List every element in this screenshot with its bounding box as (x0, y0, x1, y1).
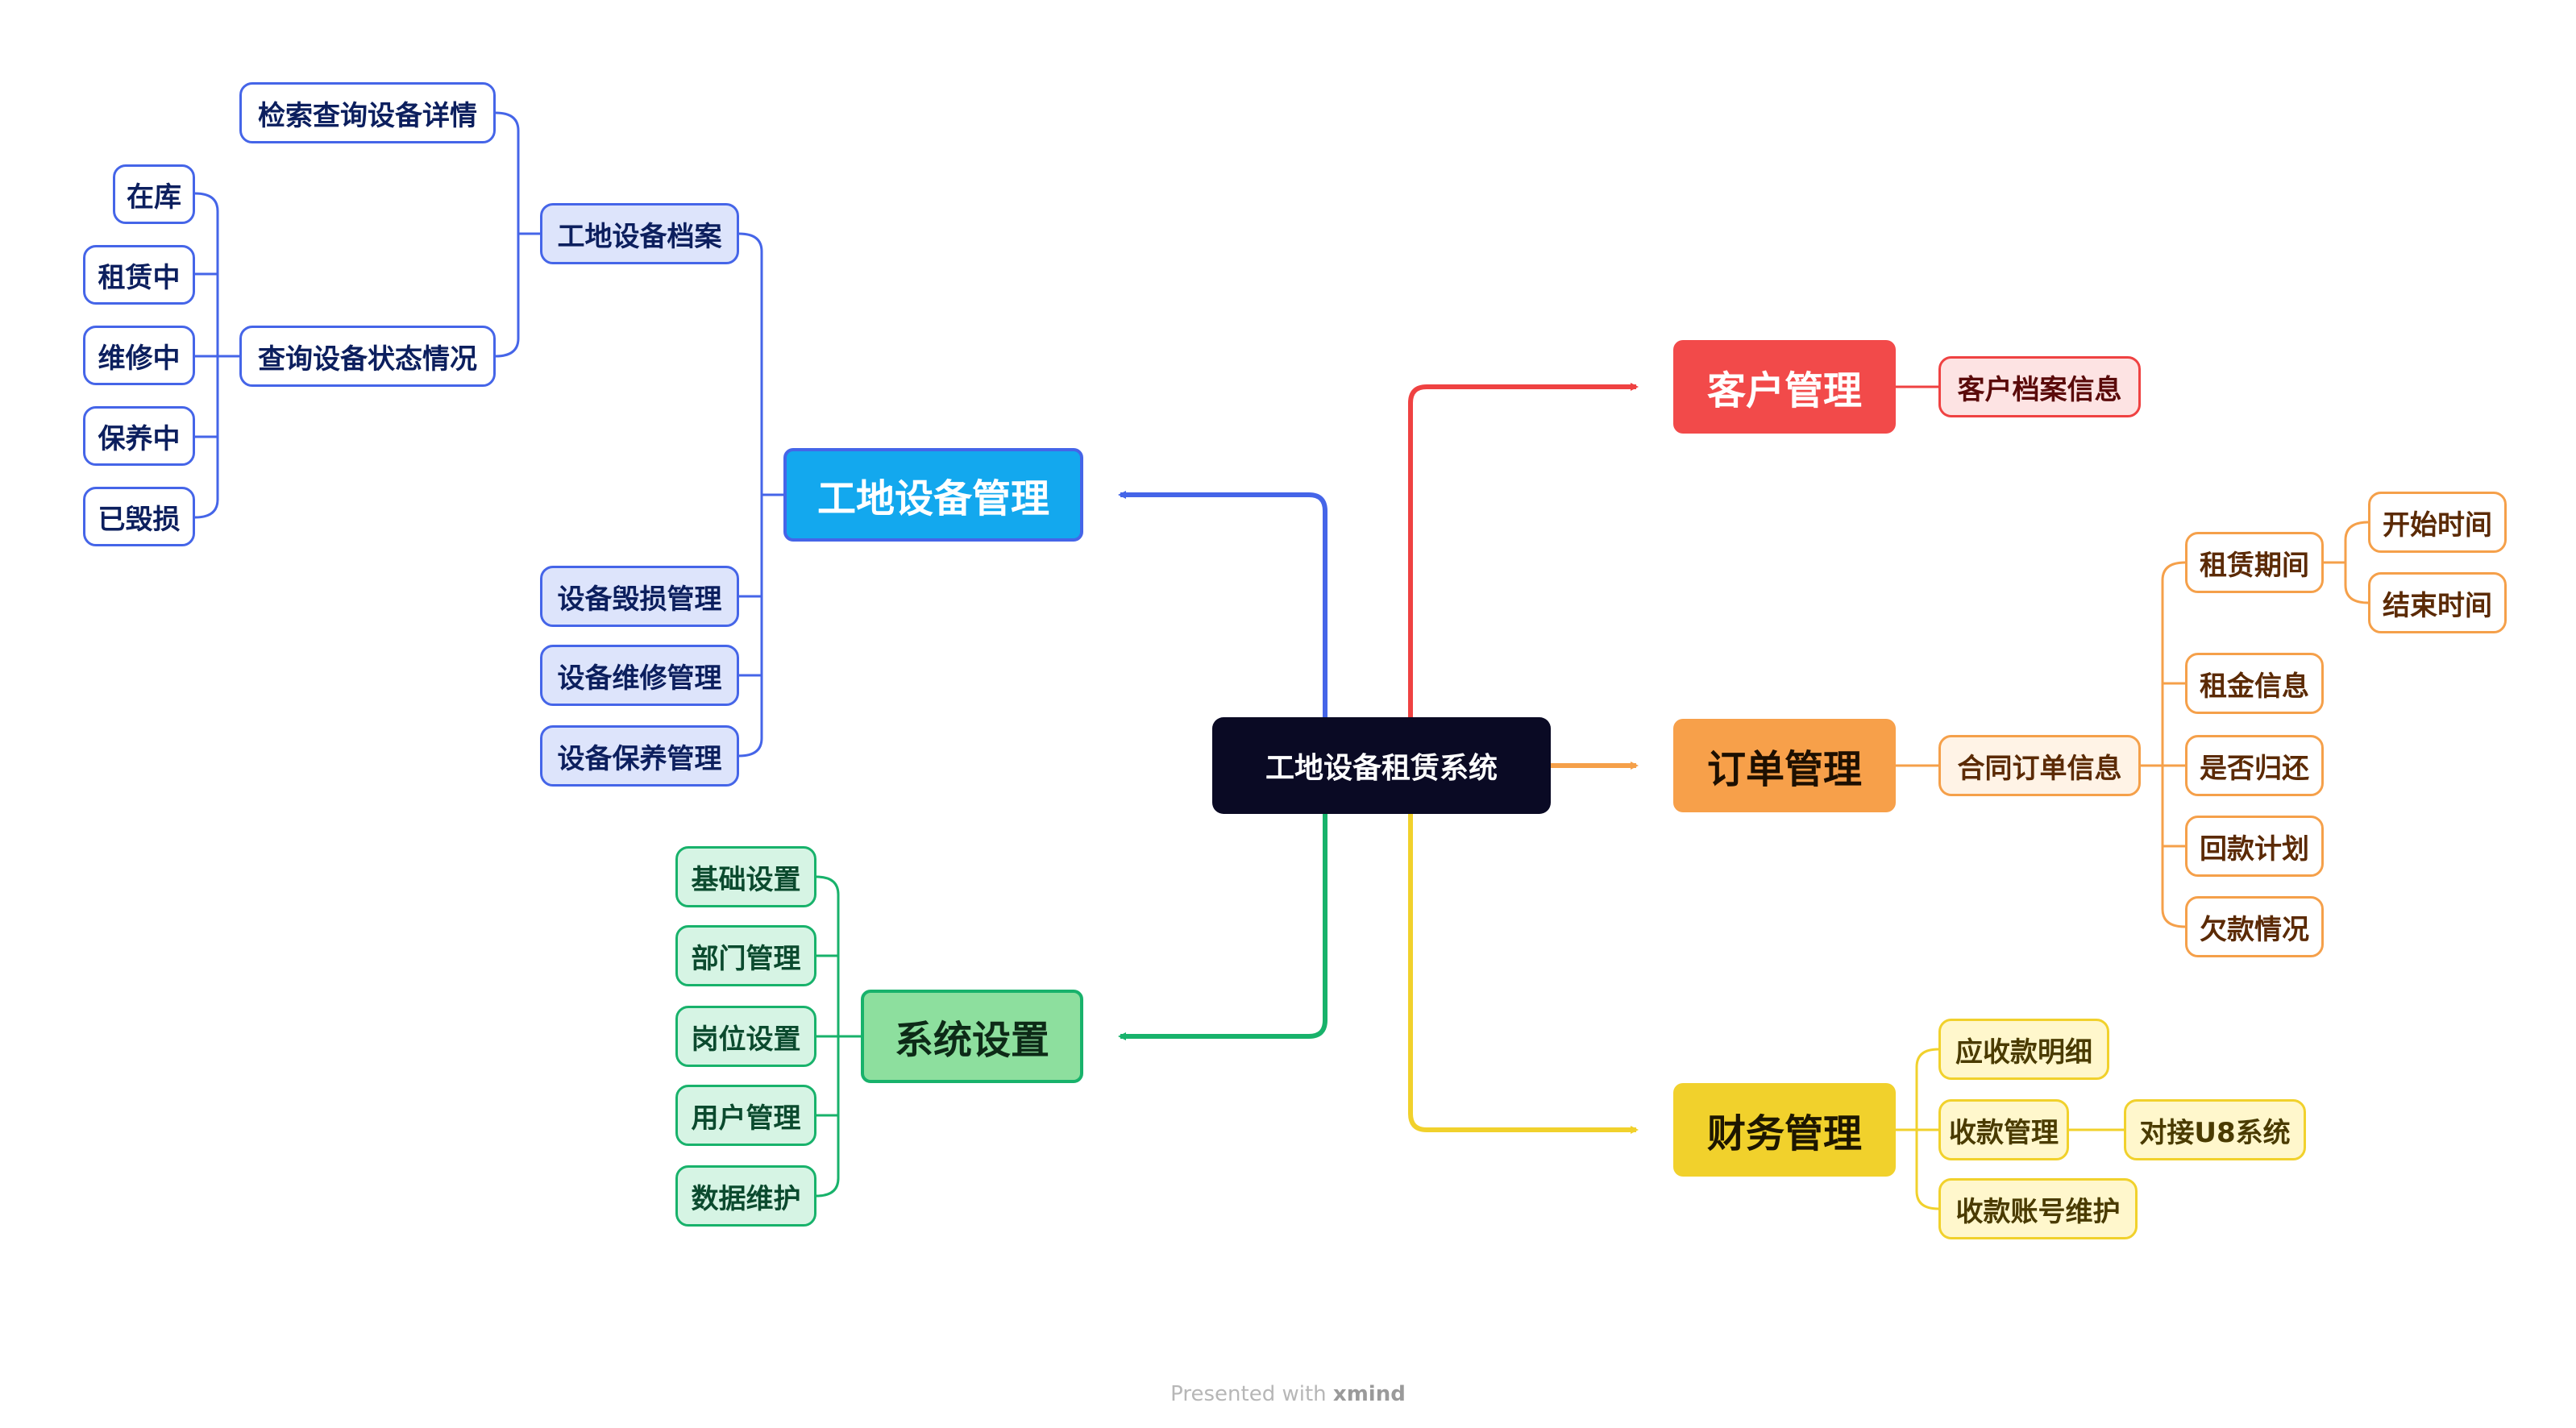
footer-credit: Presented with xmind (1128, 1382, 1448, 1406)
main-node-system[interactable]: 系统设置 (861, 990, 1083, 1083)
node-state-damaged[interactable]: 已毁损 (83, 487, 195, 546)
node-state-instock[interactable]: 在库 (113, 164, 195, 224)
node-equipment-repair[interactable]: 设备维修管理 (540, 645, 739, 706)
node-returned[interactable]: 是否归还 (2185, 735, 2324, 796)
main-node-equipment[interactable]: 工地设备管理 (783, 448, 1083, 542)
node-state-maintaining[interactable]: 保养中 (83, 406, 195, 466)
node-system-data[interactable]: 数据维护 (675, 1165, 816, 1227)
node-start-time[interactable]: 开始时间 (2368, 492, 2507, 553)
node-arrears[interactable]: 欠款情况 (2185, 896, 2324, 957)
node-equipment-archive[interactable]: 工地设备档案 (540, 203, 739, 264)
main-node-finance[interactable]: 财务管理 (1673, 1083, 1896, 1177)
link-root-system (1118, 814, 1327, 1040)
node-status-query[interactable]: 查询设备状态情况 (239, 326, 496, 387)
node-account-maintain[interactable]: 收款账号维护 (1938, 1178, 2138, 1239)
root-node[interactable]: 工地设备租赁系统 (1212, 717, 1551, 814)
link-root-finance (1408, 814, 1639, 1134)
node-system-users[interactable]: 用户管理 (675, 1085, 816, 1146)
node-receivable-detail[interactable]: 应收款明细 (1938, 1019, 2109, 1080)
node-equipment-maintain[interactable]: 设备保养管理 (540, 725, 739, 787)
main-node-order[interactable]: 订单管理 (1673, 719, 1896, 812)
node-equipment-damage[interactable]: 设备毁损管理 (540, 566, 739, 627)
node-collection-manage[interactable]: 收款管理 (1938, 1099, 2069, 1160)
node-end-time[interactable]: 结束时间 (2368, 572, 2507, 633)
link-root-customer (1408, 383, 1639, 717)
node-state-renting[interactable]: 租赁中 (83, 245, 195, 305)
node-customer-archive[interactable]: 客户档案信息 (1938, 356, 2141, 417)
node-system-department[interactable]: 部门管理 (675, 925, 816, 986)
node-state-repairing[interactable]: 维修中 (83, 326, 195, 385)
node-contract-order[interactable]: 合同订单信息 (1938, 735, 2141, 796)
node-rent-period[interactable]: 租赁期间 (2185, 532, 2324, 593)
main-node-customer[interactable]: 客户管理 (1673, 340, 1896, 434)
node-system-basic[interactable]: 基础设置 (675, 846, 816, 907)
footer-prefix: Presented with (1170, 1382, 1327, 1406)
node-payment-plan[interactable]: 回款计划 (2185, 816, 2324, 877)
node-u8-integration[interactable]: 对接U8系统 (2124, 1099, 2306, 1160)
link-root-equipment (1118, 491, 1327, 717)
node-system-position[interactable]: 岗位设置 (675, 1006, 816, 1067)
node-search-detail[interactable]: 检索查询设备详情 (239, 82, 496, 143)
footer-brand: xmind (1332, 1382, 1406, 1406)
node-rent-info[interactable]: 租金信息 (2185, 653, 2324, 714)
